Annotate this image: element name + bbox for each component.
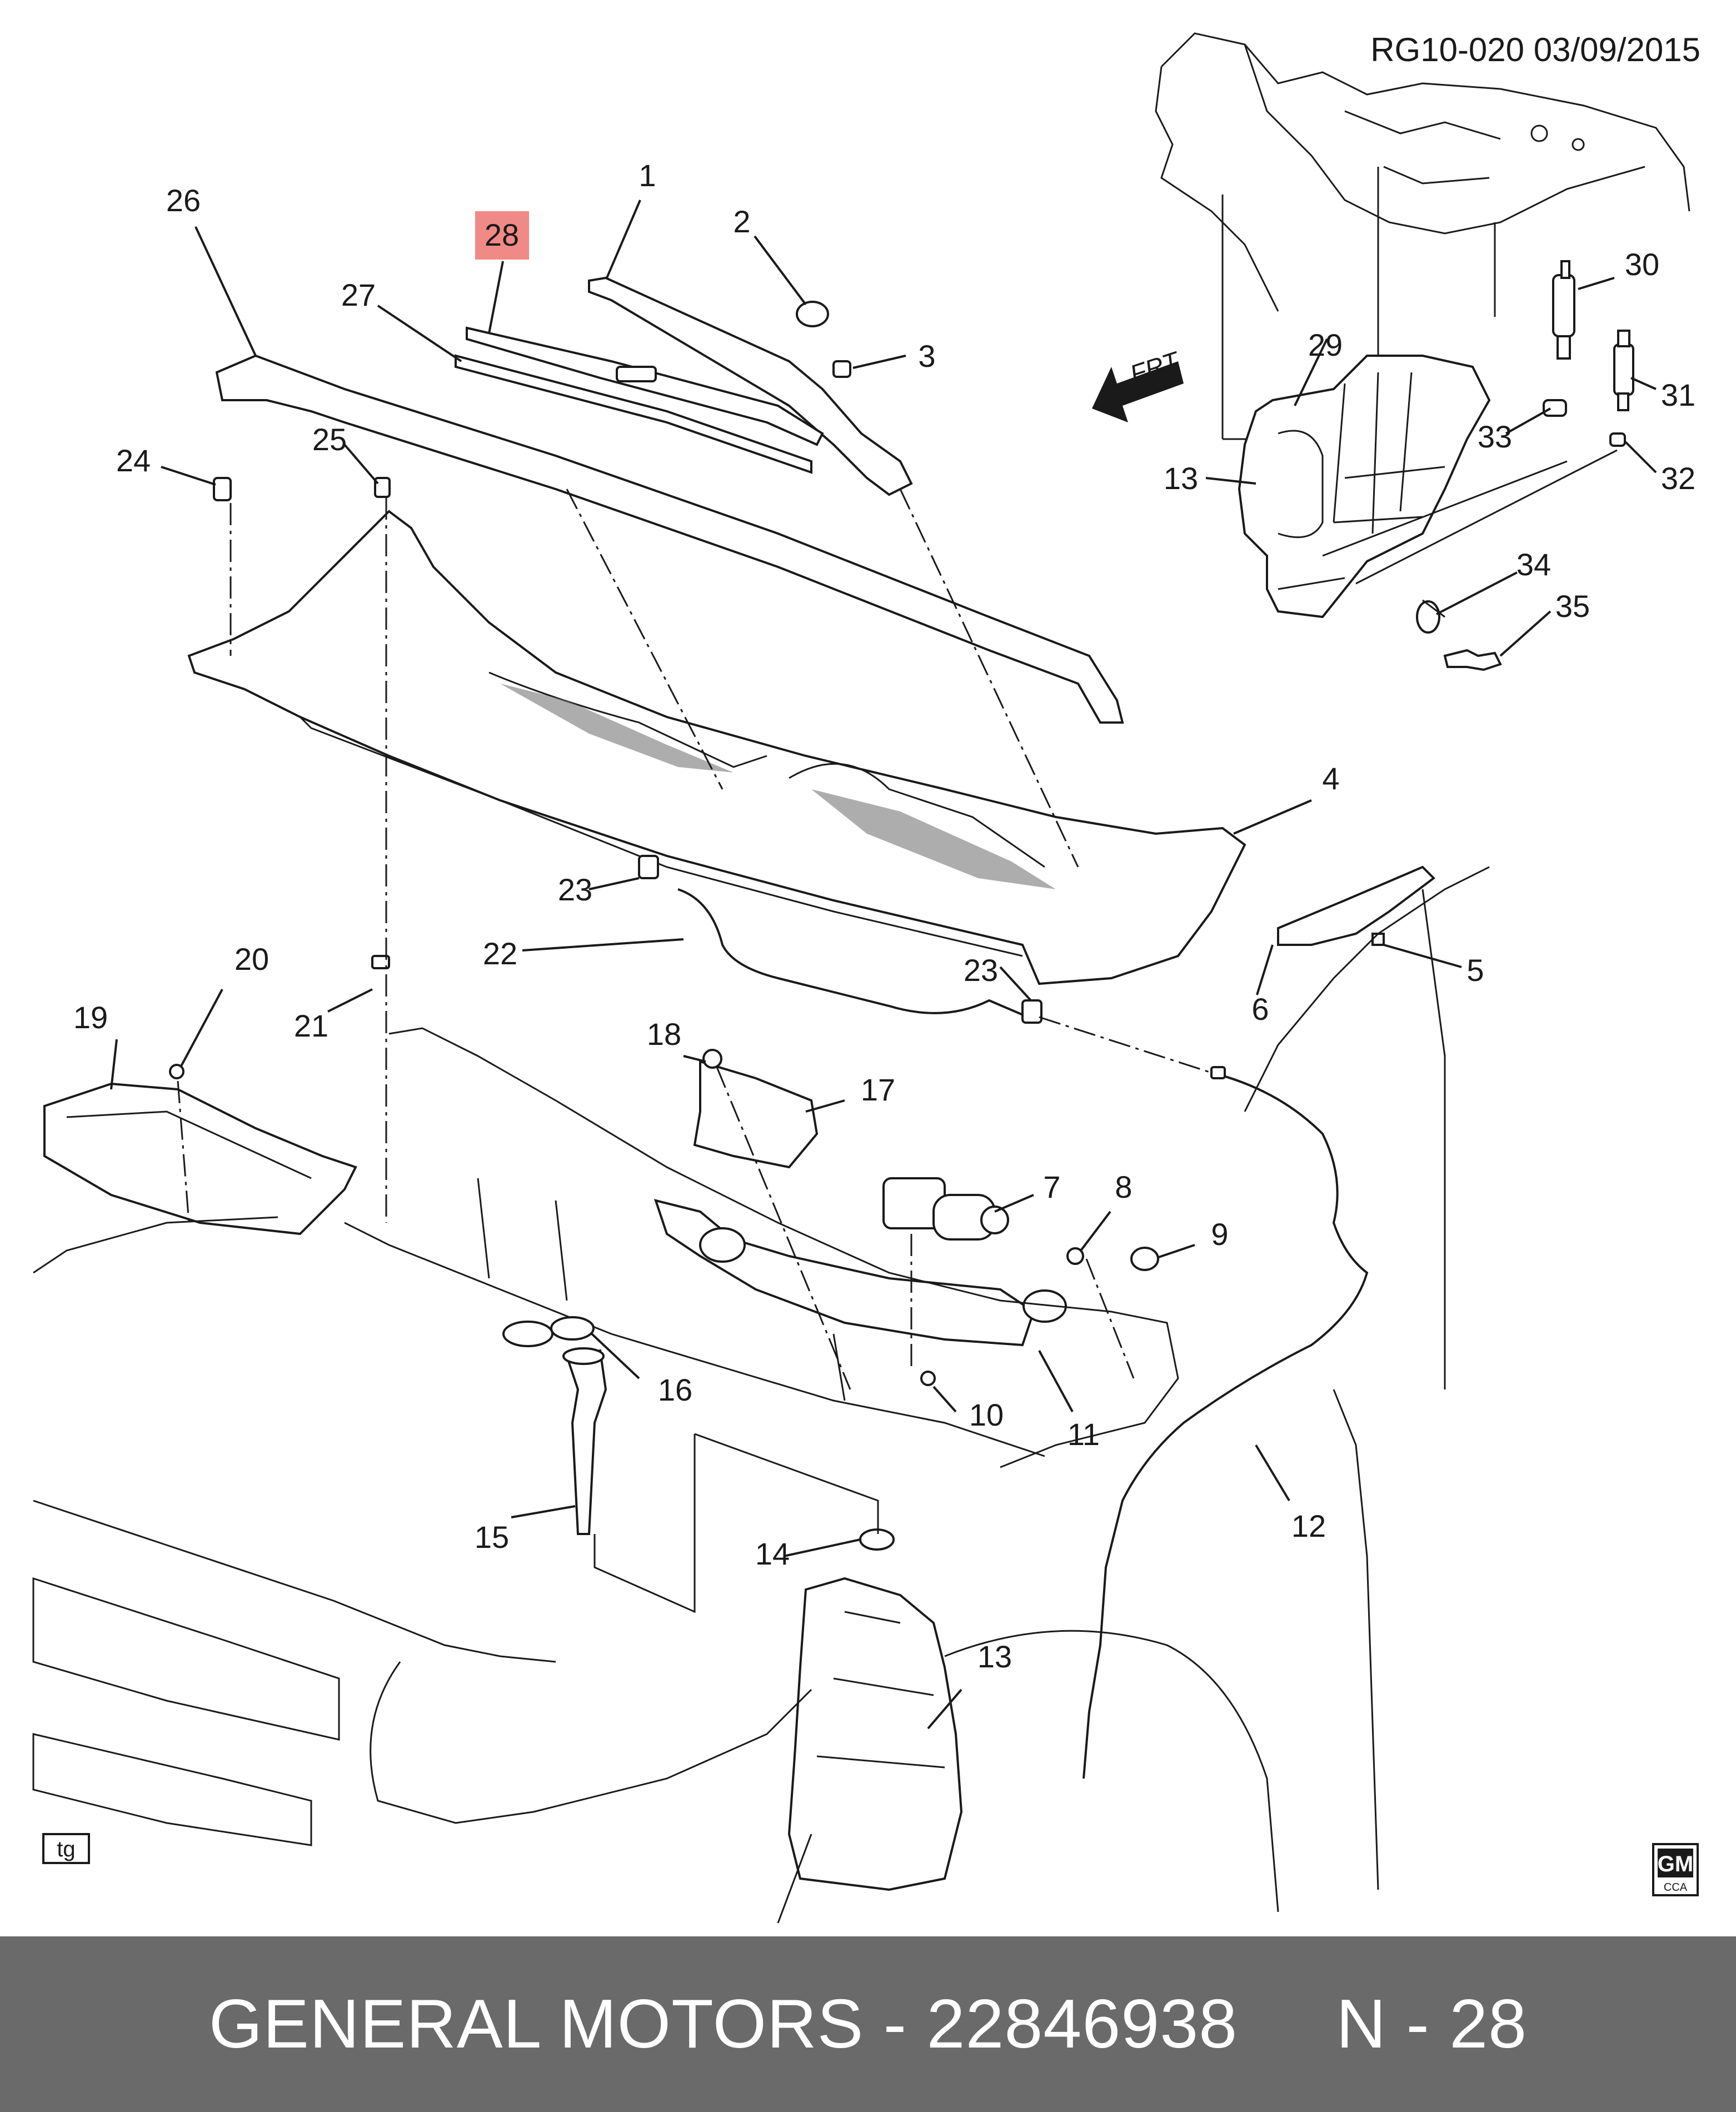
callout-15: 15	[475, 1520, 509, 1555]
callout-23-upper: 23	[558, 872, 592, 907]
corner-tag: tg	[42, 1833, 90, 1864]
callout-35: 35	[1555, 589, 1590, 624]
gm-logo: GM CCA	[1652, 1843, 1699, 1896]
grommet-32	[1609, 432, 1626, 447]
callout-24: 24	[116, 443, 151, 478]
grommet-9	[1130, 1247, 1159, 1271]
clip-21	[371, 955, 390, 969]
callout-20: 20	[235, 942, 269, 977]
cowl-panel-4	[187, 510, 1246, 985]
bolt-18	[702, 1049, 722, 1069]
callout-17: 17	[861, 1072, 895, 1107]
callout-5: 5	[1466, 953, 1484, 988]
parts-diagram: RG10-020 03/09/2015 FRT	[32, 31, 1700, 1924]
callout-27: 27	[341, 277, 376, 312]
diagram-ref-code: RG10-020 03/09/2015	[1370, 31, 1700, 68]
callout-19: 19	[73, 1000, 108, 1035]
grommet-14	[859, 1528, 895, 1551]
callout-11: 11	[1067, 1417, 1100, 1452]
filler-neck-15	[562, 1347, 607, 1535]
bracket-17	[693, 1060, 819, 1169]
grommet-33	[1543, 399, 1567, 417]
clip-20	[169, 1064, 184, 1079]
trim-panel-5-6	[1277, 865, 1436, 946]
callout-33: 33	[1478, 419, 1512, 454]
gm-logo-subtext: CCA	[1664, 1881, 1688, 1894]
callout-13-lower: 13	[977, 1639, 1012, 1674]
washer-reservoir-13	[787, 1577, 963, 1891]
wiper-blade-27	[455, 354, 812, 474]
callout-2: 2	[733, 204, 750, 239]
clip-24	[213, 477, 232, 501]
callout-4: 4	[1322, 761, 1339, 796]
callout-14: 14	[755, 1536, 790, 1571]
callout-21: 21	[294, 1008, 328, 1043]
callout-26: 26	[166, 183, 201, 218]
callout-25: 25	[312, 422, 347, 457]
callout-28-highlight	[475, 211, 529, 260]
bolt-8	[1066, 1247, 1084, 1265]
callout-22: 22	[483, 936, 517, 971]
clip-25	[374, 477, 391, 498]
callout-30: 30	[1625, 247, 1659, 282]
callout-12: 12	[1291, 1508, 1326, 1543]
callout-3: 3	[918, 338, 935, 373]
clip-5	[1371, 933, 1385, 946]
seal-34	[1416, 600, 1440, 634]
cap-16	[502, 1316, 595, 1347]
callout-18: 18	[647, 1017, 681, 1052]
footer-text: GENERAL MOTORS - 22846938 N - 28	[208, 1986, 1528, 2063]
callout-31: 31	[1661, 377, 1695, 412]
leader-lines	[110, 200, 1657, 1730]
callout-13-upper: 13	[1164, 461, 1198, 496]
wiper-motor-7	[882, 1177, 1009, 1241]
gm-logo-text: GM	[1658, 1852, 1693, 1876]
cap-2	[796, 301, 829, 327]
washer-reservoir-inset	[1238, 355, 1491, 619]
callout-28: 28	[485, 217, 519, 252]
callout-32: 32	[1661, 461, 1695, 496]
callout-29: 29	[1308, 327, 1343, 362]
direction-arrow-front: FRT	[1092, 346, 1184, 422]
corner-tag-text: tg	[57, 1837, 75, 1861]
callout-16: 16	[658, 1372, 692, 1407]
callout-6: 6	[1251, 992, 1269, 1027]
callout-10: 10	[969, 1397, 1004, 1432]
cowl-side-panel-19	[43, 1082, 357, 1236]
weatherstrip-26	[215, 354, 1124, 724]
callout-9: 9	[1211, 1217, 1228, 1252]
callout-8: 8	[1115, 1169, 1132, 1204]
washer-pump-31	[1613, 330, 1634, 411]
wiper-blade-28	[466, 326, 824, 446]
wiper-transmission	[654, 1199, 1067, 1347]
callout-7: 7	[1043, 1169, 1060, 1204]
nut-10	[920, 1371, 936, 1386]
vehicle-front-grille	[32, 1216, 1279, 1924]
washer-pump-30	[1552, 260, 1575, 360]
callout-1: 1	[638, 158, 656, 193]
washer-hose	[638, 855, 1369, 1779]
callout-labels: 1 2 3 4 5 6 7 8 9 10 11 12 13 13 14 15 1…	[73, 158, 1695, 1674]
body-structure	[344, 866, 1490, 1890]
sensor-35	[1443, 649, 1502, 671]
callout-34: 34	[1516, 547, 1551, 582]
nut-3	[832, 360, 851, 378]
callout-23-lower: 23	[964, 953, 998, 988]
footer-banner: GENERAL MOTORS - 22846938 N - 28	[0, 1936, 1736, 2112]
